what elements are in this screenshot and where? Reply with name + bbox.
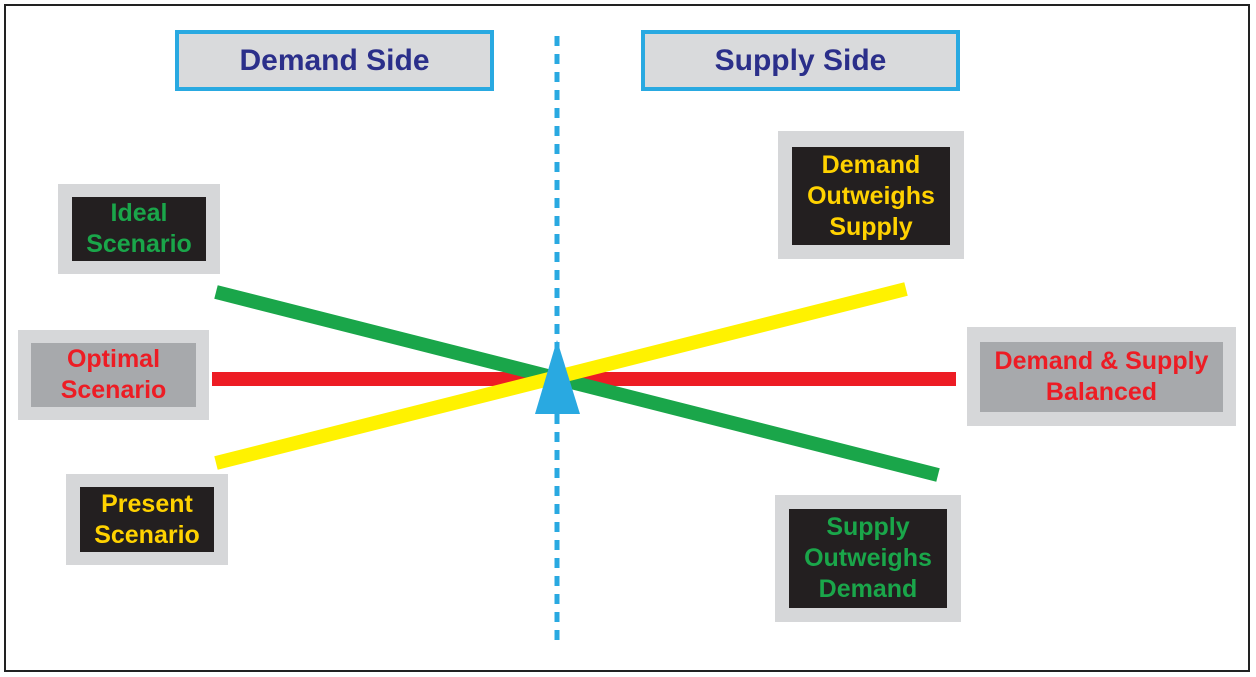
supply-outweighs-demand-label: Supply Outweighs Demand (789, 509, 947, 608)
supply-side-label: Supply Side (714, 43, 887, 77)
demand-supply-balanced-card: Demand & Supply Balanced (967, 327, 1236, 426)
demand-outweighs-supply-label: Demand Outweighs Supply (792, 147, 950, 245)
demand-side-label: Demand Side (239, 43, 430, 77)
green-ideal-line (214, 285, 940, 482)
optimal-scenario-label: Optimal Scenario (31, 343, 196, 407)
supply-side-header: Supply Side (641, 30, 960, 91)
ideal-scenario-label: Ideal Scenario (72, 197, 206, 261)
supply-outweighs-demand-card: Supply Outweighs Demand (775, 495, 961, 622)
demand-side-header: Demand Side (175, 30, 494, 91)
ideal-scenario-card: Ideal Scenario (58, 184, 220, 274)
fulcrum-triangle (535, 340, 580, 414)
optimal-scenario-card: Optimal Scenario (18, 330, 209, 420)
demand-outweighs-supply-card: Demand Outweighs Supply (778, 131, 964, 259)
present-scenario-card: Present Scenario (66, 474, 228, 565)
demand-supply-balanced-label: Demand & Supply Balanced (980, 342, 1223, 412)
present-scenario-label: Present Scenario (80, 487, 214, 552)
